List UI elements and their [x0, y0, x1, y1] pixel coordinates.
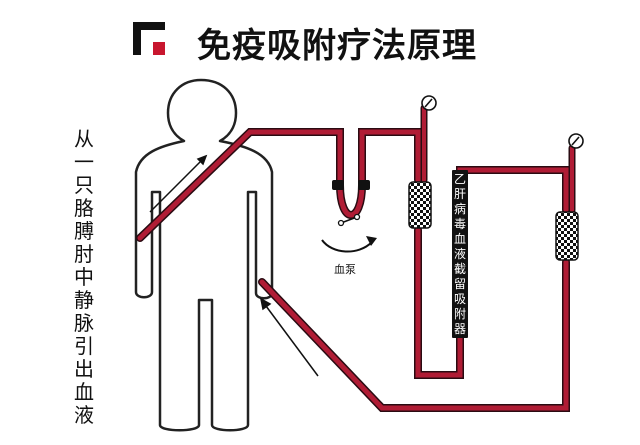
human-figure-icon [134, 78, 274, 432]
blood-pump [321, 180, 377, 253]
adsorber-column-label: 乙肝病毒血液截留吸附器 [452, 170, 468, 338]
pump-rotor-icon [337, 213, 361, 227]
flow-arrow-icon [149, 154, 319, 377]
pump-label: 血泵 [334, 263, 356, 276]
filter-chamber-icon [408, 181, 579, 261]
logo-icon [133, 22, 165, 55]
vein-label: 从一只胳膊肘中静脉引出血液 [74, 127, 94, 427]
pump-rotation-arrow [321, 239, 373, 253]
page-title: 免疫吸附疗法原理 [197, 26, 477, 66]
pressure-gauge-icon [421, 95, 584, 149]
